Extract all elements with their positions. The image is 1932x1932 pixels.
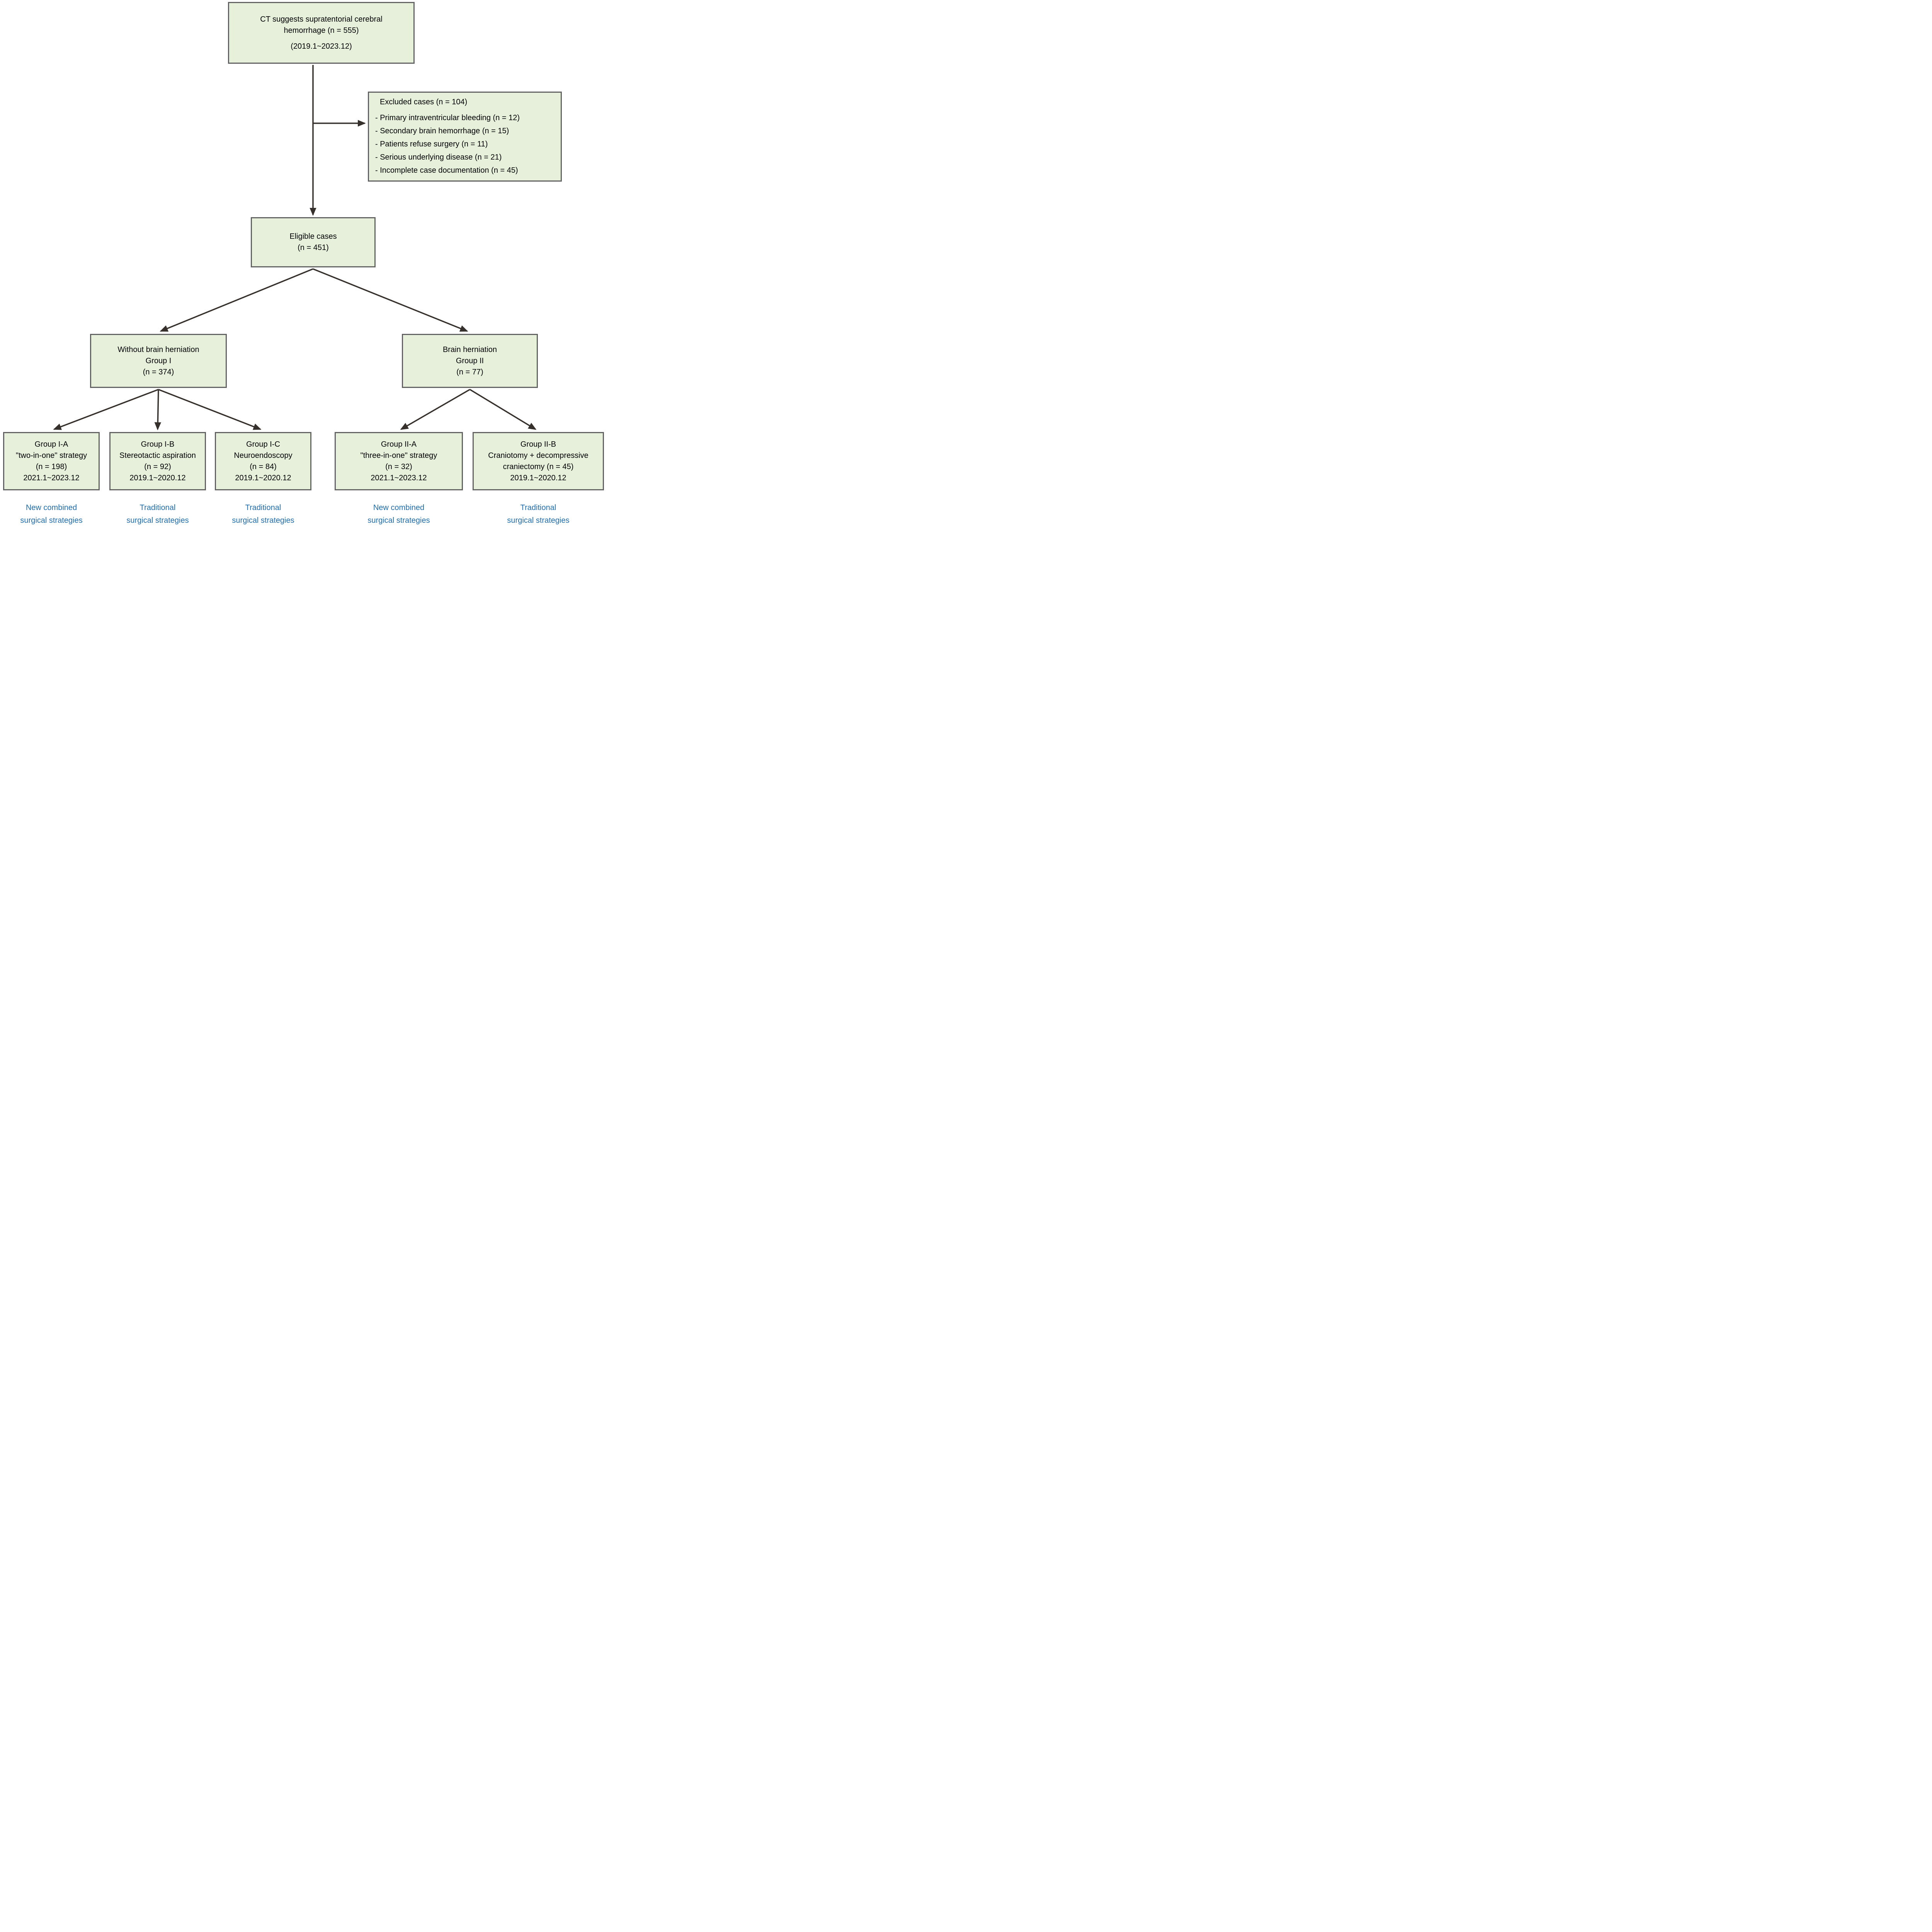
ia-line3: (n = 198) bbox=[36, 462, 67, 471]
iib-line4: 2019.1~2020.12 bbox=[510, 473, 566, 482]
strategy-label-ic: Traditional surgical strategies bbox=[205, 502, 321, 527]
ib-line4: 2019.1~2020.12 bbox=[129, 473, 186, 482]
flow-diagram: CT suggests supratentorial cerebral hemo… bbox=[0, 0, 606, 529]
arrow-eligible-to-group2 bbox=[313, 268, 468, 332]
node-eligible-cases: Eligible cases (n = 451) bbox=[251, 217, 376, 267]
node-ct-suggests: CT suggests supratentorial cerebral hemo… bbox=[228, 2, 415, 64]
strategy-label-iib: Traditional surgical strategies bbox=[480, 502, 596, 527]
ia-line4: 2021.1~2023.12 bbox=[23, 473, 80, 482]
strategy-label-iia-line2: surgical strategies bbox=[367, 516, 430, 525]
iib-line3: craniectomy (n = 45) bbox=[503, 462, 574, 471]
strategy-label-iia: New combined surgical strategies bbox=[341, 502, 457, 527]
group2-line1: Brain herniation bbox=[442, 345, 497, 354]
node-ct-line2: hemorrhage (n = 555) bbox=[284, 26, 359, 35]
strategy-label-ib-line2: surgical strategies bbox=[126, 516, 189, 525]
iia-line4: 2021.1~2023.12 bbox=[371, 473, 427, 482]
node-group-iia: Group II-A "three-in-one" strategy (n = … bbox=[335, 432, 463, 490]
strategy-label-iia-line1: New combined bbox=[373, 503, 425, 512]
excluded-item: - Secondary brain hemorrhage (n = 15) bbox=[375, 127, 509, 135]
excluded-item: - Incomplete case documentation (n = 45) bbox=[375, 166, 518, 175]
strategy-label-ic-line2: surgical strategies bbox=[232, 516, 294, 525]
strategy-label-iib-line1: Traditional bbox=[520, 503, 556, 512]
group1-line2: Group I bbox=[145, 356, 172, 365]
strategy-label-ib: Traditional surgical strategies bbox=[100, 502, 216, 527]
strategy-label-iib-line2: surgical strategies bbox=[507, 516, 570, 525]
strategy-label-ia-line2: surgical strategies bbox=[20, 516, 83, 525]
node-ct-line1: CT suggests supratentorial cerebral bbox=[260, 15, 383, 24]
excluded-title: Excluded cases (n = 104) bbox=[380, 98, 468, 106]
arrow-group2-to-iib bbox=[469, 389, 537, 430]
ic-line4: 2019.1~2020.12 bbox=[235, 473, 291, 482]
node-excluded-cases: Excluded cases (n = 104) - Primary intra… bbox=[368, 92, 562, 182]
node-group-ib: Group I-B Stereotactic aspiration (n = 9… bbox=[109, 432, 206, 490]
excluded-item: - Primary intraventricular bleeding (n =… bbox=[375, 114, 520, 122]
eligible-line2: (n = 451) bbox=[298, 243, 329, 252]
node-group-ic: Group I-C Neuroendoscopy (n = 84) 2019.1… bbox=[215, 432, 311, 490]
ic-line1: Group I-C bbox=[246, 440, 280, 449]
iia-line2: "three-in-one" strategy bbox=[360, 451, 437, 460]
strategy-label-ib-line1: Traditional bbox=[139, 503, 176, 512]
ic-line2: Neuroendoscopy bbox=[234, 451, 293, 460]
ic-line3: (n = 84) bbox=[250, 462, 277, 471]
ib-line3: (n = 92) bbox=[144, 462, 171, 471]
node-group-iib: Group II-B Craniotomy + decompressive cr… bbox=[473, 432, 604, 490]
arrow-group1-to-ic bbox=[158, 389, 262, 430]
excluded-item: - Serious underlying disease (n = 21) bbox=[375, 153, 502, 162]
group2-line2: Group II bbox=[456, 356, 484, 365]
node-ct-date: (2019.1~2023.12) bbox=[291, 42, 352, 51]
strategy-label-ia: New combined surgical strategies bbox=[0, 502, 109, 527]
group2-line3: (n = 77) bbox=[456, 367, 483, 376]
ia-line2: "two-in-one" strategy bbox=[15, 451, 87, 460]
iib-line2: Craniotomy + decompressive bbox=[488, 451, 588, 460]
excluded-item: - Patients refuse surgery (n = 11) bbox=[375, 140, 488, 148]
ib-line2: Stereotactic aspiration bbox=[119, 451, 196, 460]
strategy-label-ia-line1: New combined bbox=[26, 503, 77, 512]
node-group1-without-herniation: Without brain herniation Group I (n = 37… bbox=[90, 334, 227, 388]
iia-line1: Group II-A bbox=[381, 440, 417, 449]
eligible-line1: Eligible cases bbox=[289, 232, 337, 241]
group1-line1: Without brain herniation bbox=[117, 345, 199, 354]
arrow-eligible-to-group1 bbox=[160, 268, 313, 332]
group1-line3: (n = 374) bbox=[143, 367, 174, 376]
arrow-group2-to-iia bbox=[400, 389, 470, 430]
arrow-group1-to-ia bbox=[53, 389, 159, 430]
strategy-label-ic-line1: Traditional bbox=[245, 503, 281, 512]
iib-line1: Group II-B bbox=[520, 440, 556, 449]
ia-line1: Group I-A bbox=[34, 440, 68, 449]
ib-line1: Group I-B bbox=[141, 440, 175, 449]
iia-line3: (n = 32) bbox=[385, 462, 412, 471]
node-group2-brain-herniation: Brain herniation Group II (n = 77) bbox=[402, 334, 538, 388]
node-group-ia: Group I-A "two-in-one" strategy (n = 198… bbox=[3, 432, 100, 490]
